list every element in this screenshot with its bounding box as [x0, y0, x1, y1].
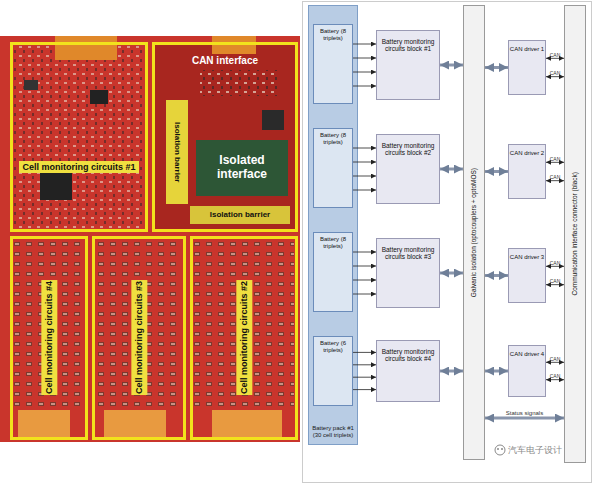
battery-box: Battery (8 triplets) — [313, 24, 353, 104]
ic-chip — [90, 90, 108, 104]
node-text: Isolated interface — [196, 154, 288, 182]
node-text: Battery (8 triplets) — [313, 132, 353, 146]
connector-arrow — [485, 170, 508, 173]
connector-arrow — [440, 272, 463, 275]
watermark-icon — [501, 448, 503, 450]
node-text: Battery (8 triplets) — [313, 236, 353, 250]
connector-arrow — [546, 266, 564, 267]
isolation-band: Galvanic isolation (optocouplers + optoM… — [463, 5, 485, 460]
pcb-components — [14, 46, 144, 228]
node-text: CAN driver 1 — [510, 46, 544, 53]
connector-arrow — [546, 76, 564, 77]
edge-label: CAN — [550, 70, 561, 76]
node-text: Cell monitoring circuits #3 — [131, 280, 147, 395]
edge-label: CAN — [550, 156, 561, 162]
edge-label: CAN — [550, 52, 561, 58]
node-text: Isolation barrier — [210, 210, 270, 219]
edge-label: CAN — [550, 174, 561, 180]
connector-part — [212, 410, 282, 440]
battery-box: Battery (8 triplets) — [313, 128, 353, 208]
node-text: Battery (6 triplets) — [313, 340, 353, 354]
watermark: 汽车电子设计 — [508, 444, 562, 457]
connector-arrow — [546, 284, 564, 285]
edge-label: CAN — [550, 373, 561, 379]
battery-box: Battery (8 triplets) — [313, 232, 353, 312]
pcb-components — [14, 240, 84, 410]
edge-label: CAN — [550, 356, 561, 362]
connector-arrow — [546, 162, 564, 163]
edge-label: CAN — [550, 260, 561, 266]
node-text: Communication interface connector (black… — [571, 172, 578, 296]
board-region: CAN interfaceIsolation barrierIsolated i… — [152, 42, 298, 232]
can-driver-box: CAN driver 1 — [508, 40, 546, 95]
board-region: Cell monitoring circuits #4 — [10, 236, 88, 440]
node-text: Battery monitoring circuits block #1 — [376, 38, 440, 53]
ic-chip — [24, 80, 38, 90]
connector-arrow — [546, 180, 564, 181]
connector-arrow — [546, 379, 564, 380]
board-region: Cell monitoring circuits #2 — [190, 236, 298, 440]
battery-pack-band: Battery pack #1 (30 cell triplets) Batter… — [308, 5, 358, 445]
connector-arrow — [485, 274, 508, 277]
board-region: Cell monitoring circuits #3 — [92, 236, 186, 440]
isolation-strip: Isolation barrier — [166, 100, 188, 204]
connector-part — [55, 36, 117, 60]
node-text: Cell monitoring circuits #4 — [41, 280, 57, 395]
can-driver-box: CAN driver 4 — [508, 345, 546, 397]
isolation-strip: Isolation barrier — [190, 206, 290, 224]
node-text: Galvanic isolation (optocouplers + optoM… — [470, 168, 477, 297]
node-text: Battery monitoring circuits block #2 — [376, 142, 440, 157]
node-text: CAN interface — [189, 54, 261, 68]
isolated-area: Isolated interface — [196, 140, 288, 196]
connector-arrow — [440, 64, 463, 67]
connector-part — [104, 410, 166, 440]
pcb-board — [0, 36, 300, 442]
connector-part — [18, 410, 70, 440]
node-text: CAN driver 4 — [510, 351, 544, 358]
connector-part — [212, 36, 256, 54]
node-text: Battery (8 triplets) — [313, 28, 353, 42]
node-text: Battery monitoring circuits block #4 — [376, 348, 440, 363]
board-region: Cell monitoring circuits #1 — [10, 42, 148, 232]
connector-arrow — [546, 58, 564, 59]
monitor-block: Battery monitoring circuits block #3 — [376, 238, 440, 308]
node-text: Cell monitoring circuits #1 — [19, 161, 138, 173]
ic-chip — [40, 172, 72, 200]
watermark-icon — [497, 448, 499, 450]
connector-band: Communication interface connector (black… — [564, 5, 586, 463]
ic-chip — [262, 110, 284, 130]
pcb-board — [152, 42, 298, 232]
battery-box: Battery (6 triplets) — [313, 336, 353, 406]
node-text: Battery pack #1 (30 cell triplets) — [308, 425, 358, 439]
connector-arrow — [485, 66, 508, 69]
node-text: CAN driver 2 — [510, 150, 544, 157]
node-text: Cell monitoring circuits #2 — [236, 280, 252, 395]
connector-arrow — [485, 370, 508, 373]
node-text: Isolation barrier — [172, 122, 181, 182]
edge-label: Status signals — [506, 410, 543, 416]
edge-label: CAN — [550, 278, 561, 284]
monitor-block: Battery monitoring circuits block #1 — [376, 30, 440, 100]
frame-border — [303, 2, 592, 483]
connector-arrow — [440, 168, 463, 171]
can-driver-box: CAN driver 3 — [508, 248, 546, 303]
node-text: Battery monitoring circuits block #3 — [376, 246, 440, 261]
can-driver-box: CAN driver 2 — [508, 144, 546, 199]
connector-arrow — [546, 362, 564, 363]
connector-arrow — [440, 370, 463, 373]
monitor-block: Battery monitoring circuits block #2 — [376, 134, 440, 204]
watermark-icon — [495, 445, 505, 455]
pcb-components — [200, 70, 280, 96]
node-text: CAN driver 3 — [510, 254, 544, 261]
monitor-block: Battery monitoring circuits block #4 — [376, 340, 440, 402]
pcb-components — [194, 240, 294, 410]
connector-arrow — [485, 417, 564, 420]
pcb-components — [96, 240, 182, 410]
